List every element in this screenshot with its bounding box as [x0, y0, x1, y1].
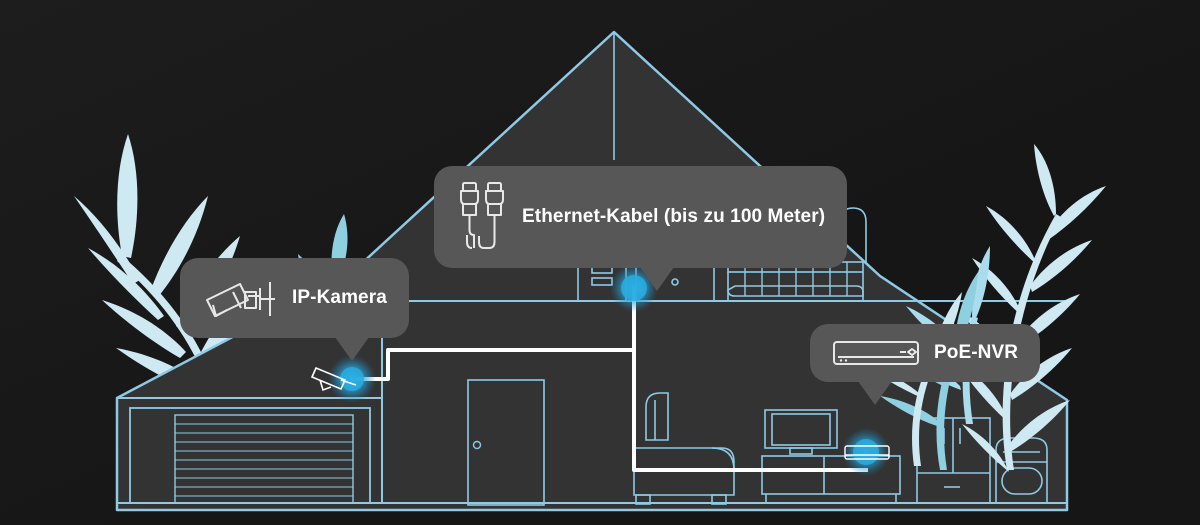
camera-node-icon [310, 366, 357, 392]
callout-tail [640, 267, 674, 291]
callout-ethernet-cable[interactable]: Ethernet-Kabel (bis zu 100 Meter) [434, 166, 848, 291]
callout-camera-label: IP-Kamera [292, 287, 387, 308]
callout-ethernet-label: Ethernet-Kabel (bis zu 100 Meter) [522, 206, 826, 227]
garage [129, 407, 371, 504]
door-knob [472, 440, 482, 450]
nvr-node-icon [844, 445, 890, 460]
front-door [467, 379, 545, 506]
callout-tail [335, 337, 369, 361]
ip-camera-icon [206, 282, 275, 317]
callout-poe-nvr[interactable]: PoE-NVR [810, 324, 1041, 405]
callout-tail [858, 381, 892, 405]
tv [764, 409, 838, 455]
node-camera[interactable] [310, 355, 376, 403]
poe-nvr-icon [833, 341, 919, 365]
ethernet-cable-icon [460, 182, 504, 249]
connection-nodes [310, 264, 890, 476]
node-nvr[interactable] [842, 428, 890, 476]
callout-nvr-label: PoE-NVR [934, 342, 1019, 363]
callout-ip-camera[interactable]: IP-Kamera [180, 258, 409, 361]
cable-junction-to-nvr [632, 286, 868, 472]
garage-door [174, 414, 354, 504]
tv-stand [761, 455, 901, 503]
